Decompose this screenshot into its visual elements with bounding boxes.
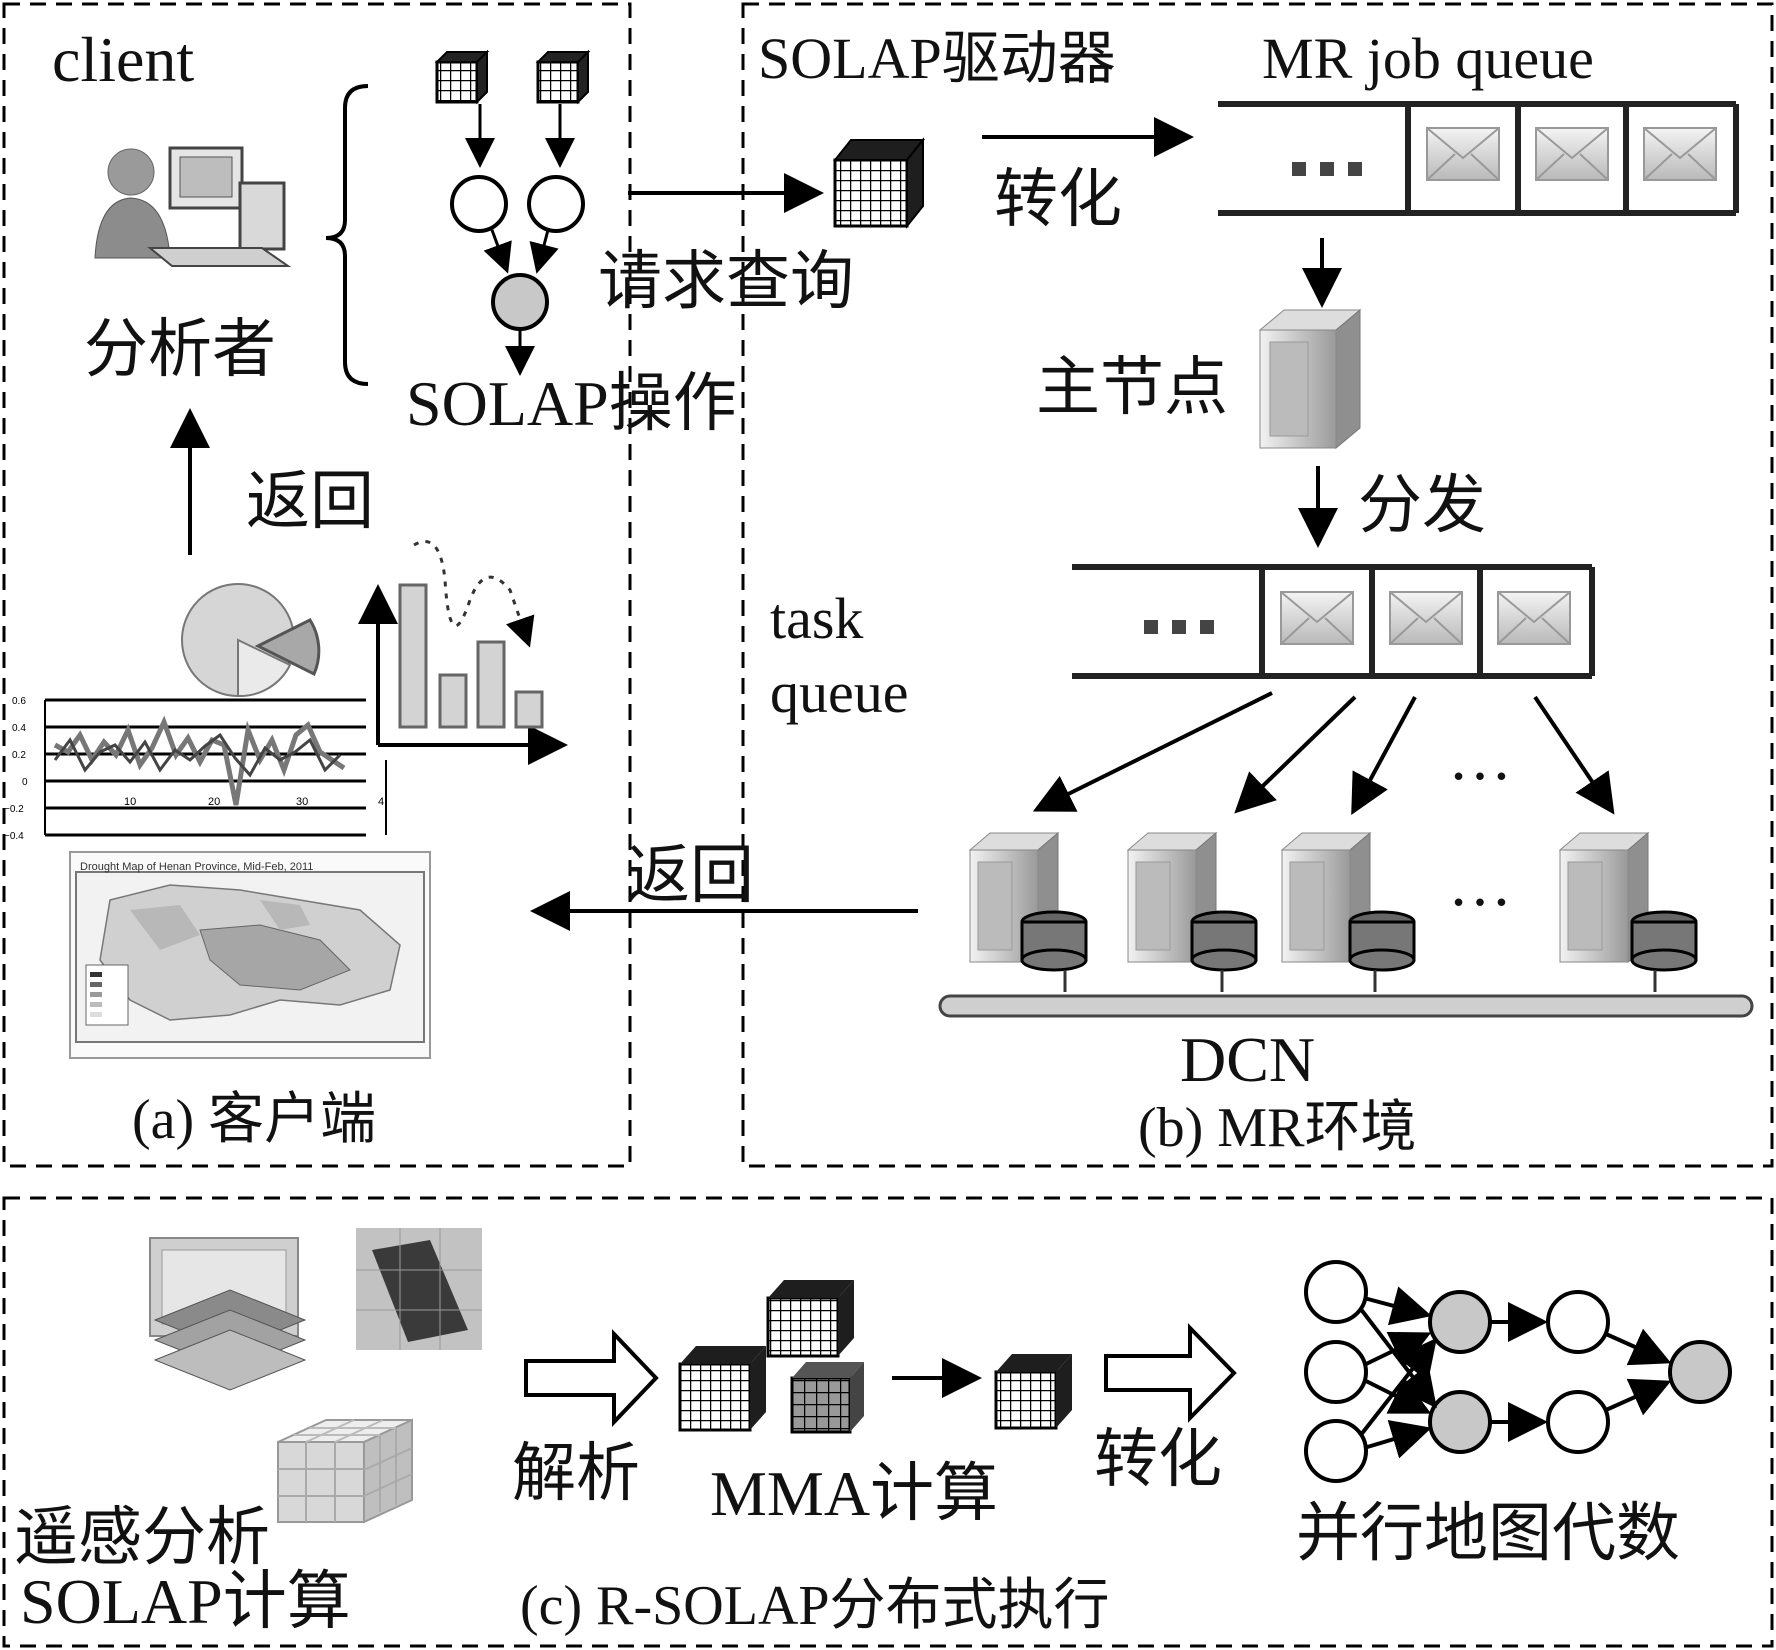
drought-map: Drought Map of Henan Province, Mid-Feb, … — [69, 851, 431, 1059]
arrow-to-worker-3 — [1351, 696, 1417, 816]
mma-cubes — [678, 1280, 864, 1434]
line-chart: 0.6 0.4 0.2 0 −0.2 −0.4 10 20 30 4 — [4, 696, 387, 842]
solap-operation-graph — [434, 49, 591, 376]
line-chart-x-tick: 20 — [208, 796, 220, 808]
envelope-icon — [1389, 591, 1463, 645]
caption-b: (b) MR环境 — [1138, 1097, 1417, 1159]
return-up-label: 返回 — [246, 466, 374, 537]
analyst-label: 分析者 — [84, 314, 276, 385]
master-node-label: 主节点 — [1036, 352, 1228, 423]
envelope-icon — [1535, 127, 1609, 181]
envelope-icon — [1426, 127, 1500, 181]
solap-operation-label: SOLAP操作 — [406, 368, 737, 439]
dispatch-label: 分发 — [1358, 470, 1486, 541]
rubik-cube — [277, 1418, 413, 1524]
transform-label-b: 转化 — [994, 164, 1122, 235]
brace — [325, 84, 369, 386]
line-chart-x-tick: 30 — [296, 796, 308, 808]
request-query-label: 请求查询 — [598, 246, 854, 317]
solap-compute-label: SOLAP计算 — [20, 1566, 351, 1637]
arrow-to-worker-2 — [1234, 695, 1357, 814]
caption-c: (c) R-SOLAP分布式执行 — [520, 1575, 1110, 1637]
line-chart-y-tick: −0.2 — [4, 804, 24, 815]
line-chart-y-tick: 0.2 — [12, 750, 26, 761]
worker-server-icon — [1558, 831, 1698, 992]
worker-server-icon — [968, 831, 1088, 992]
transform-label-c: 转化 — [1094, 1424, 1222, 1495]
queue-label: queue — [770, 660, 909, 725]
line-chart-y-tick: 0.4 — [12, 723, 26, 734]
arrow-parse — [524, 1329, 659, 1427]
ellipsis-arrows: … — [1448, 722, 1512, 793]
line-chart-y-tick: 0 — [22, 777, 28, 788]
envelope-icon — [1280, 591, 1354, 645]
envelope-icon — [1497, 591, 1571, 645]
task-label: task — [770, 586, 864, 651]
pie-chart — [181, 583, 321, 698]
line-chart-y-tick: −0.4 — [4, 831, 24, 842]
arrow-to-worker-1 — [1032, 691, 1273, 812]
panel-execution — [2, 1196, 1774, 1648]
solap-driver-label: SOLAP驱动器 — [758, 26, 1116, 91]
caption-a: (a) 客户端 — [132, 1089, 377, 1151]
job-queue-label: MR job queue — [1262, 26, 1594, 91]
envelope-icon — [1643, 127, 1717, 181]
result-cube — [994, 1354, 1072, 1430]
line-chart-x-tick: 10 — [124, 796, 136, 808]
worker-server-icon — [1126, 831, 1258, 992]
arrow-transform-c — [1104, 1323, 1237, 1423]
task-queue — [1072, 564, 1595, 679]
map-algebra-graph — [1304, 1260, 1732, 1483]
line-chart-x-tick: 4 — [378, 796, 384, 808]
worker-server-icon — [1280, 831, 1416, 992]
dcn-bus — [938, 994, 1754, 1018]
panel-client — [2, 2, 632, 1168]
bar-chart — [358, 540, 568, 765]
ellipsis-servers: … — [1448, 848, 1512, 919]
analyst-icon — [94, 146, 292, 267]
map-algebra-label: 并行地图代数 — [1296, 1498, 1680, 1569]
map-title: Drought Map of Henan Province, Mid-Feb, … — [80, 861, 313, 873]
mma-label: MMA计算 — [710, 1458, 999, 1529]
return-left-label: 返回 — [626, 840, 754, 911]
remote-sensing-label: 遥感分析 — [14, 1502, 270, 1573]
arrow-to-worker-n — [1533, 695, 1615, 815]
client-label: client — [52, 24, 195, 95]
master-server-icon — [1258, 308, 1362, 450]
panel-mr — [741, 2, 1774, 1168]
parse-label: 解析 — [512, 1438, 640, 1509]
remote-sensing-images — [149, 1228, 482, 1391]
query-cube — [832, 137, 926, 229]
job-queue — [1218, 101, 1739, 216]
line-chart-y-tick: 0.6 — [12, 696, 26, 707]
dcn-label: DCN — [1180, 1024, 1316, 1095]
